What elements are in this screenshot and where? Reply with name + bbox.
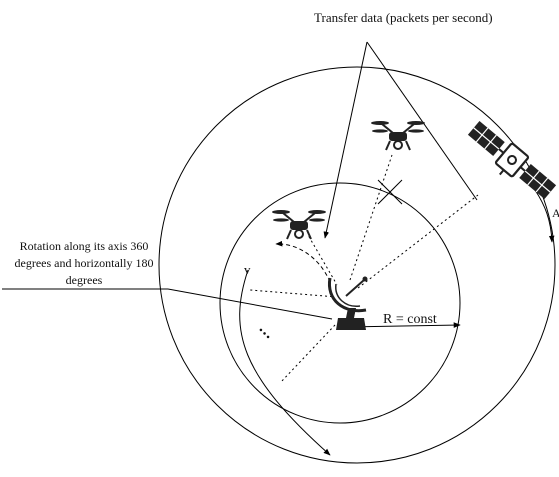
radius-label: R = const <box>383 312 437 327</box>
drone-icon <box>371 121 425 151</box>
link-dish-satellite <box>357 194 479 289</box>
rotation-label: Rotation along its axis 360 degrees and … <box>14 239 154 287</box>
link-dish-up <box>349 154 393 281</box>
drone-icon <box>272 210 326 240</box>
link-dish-drone <box>307 234 341 291</box>
drone-trajectory <box>239 269 331 456</box>
edge-mark-label: A <box>552 206 559 220</box>
inner-circle <box>219 182 461 424</box>
satellite-orbit-arc <box>534 189 555 243</box>
velocity-label: v <box>244 262 251 277</box>
satellite-dish-icon <box>327 276 368 330</box>
satellite-icon <box>467 120 557 200</box>
transfer-line-to-satellite <box>366 41 478 201</box>
link-dish-down <box>279 324 336 384</box>
link-dish-left <box>249 289 338 298</box>
transfer-data-label: Transfer data (packets per second) <box>314 10 493 25</box>
transfer-arrow-line <box>323 41 368 239</box>
rotation-pointer-diag <box>167 288 333 320</box>
rotation-arc <box>275 240 331 283</box>
outer-circle <box>158 66 556 464</box>
